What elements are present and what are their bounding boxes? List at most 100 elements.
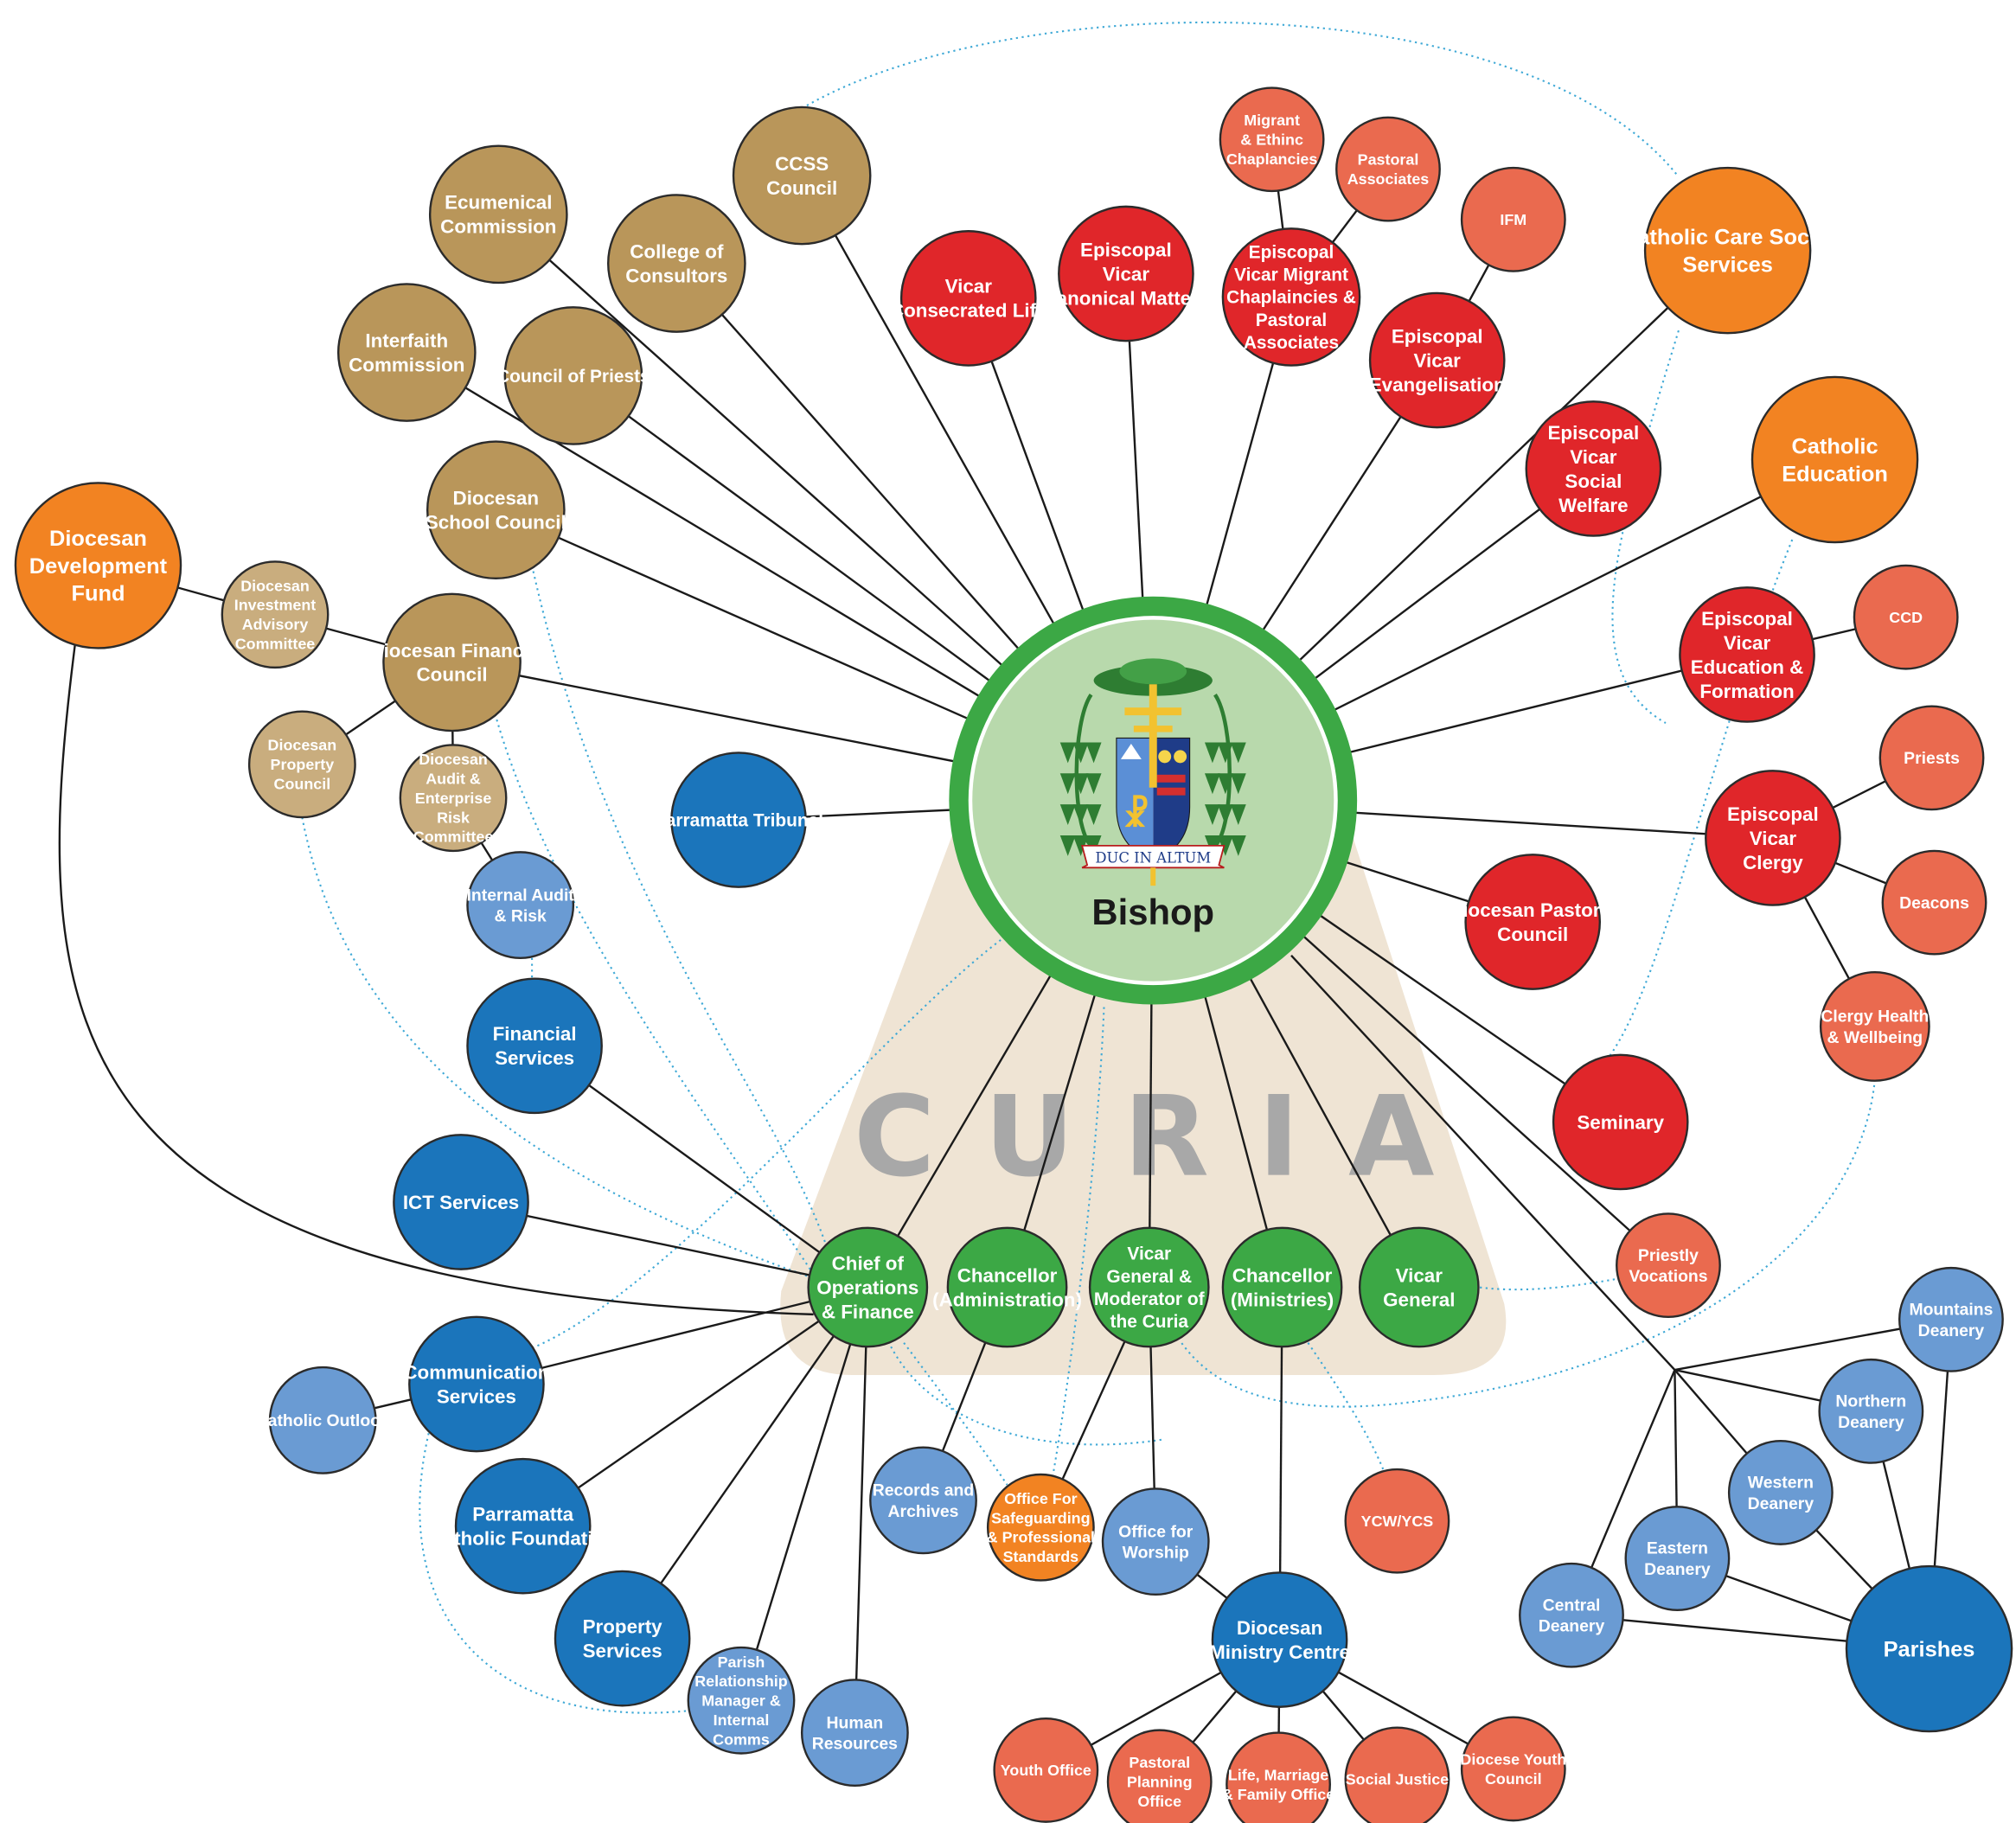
node-label-line: Pastoral: [1129, 1754, 1190, 1771]
node-label-line: Canonical Matters: [1043, 287, 1210, 309]
node-label-line: Episcopal: [1249, 242, 1334, 262]
node-label-line: Vicar: [945, 276, 993, 297]
node-circle: [221, 560, 330, 669]
node-tribunal[interactable]: Parramatta Tribunal: [654, 752, 823, 888]
node-clergy-health[interactable]: Clergy Health& Wellbeing: [1819, 971, 1930, 1082]
node-circle: [1358, 1226, 1480, 1348]
dotted-link: [1606, 539, 1794, 1059]
node-circle: [1819, 971, 1930, 1082]
node-deacons[interactable]: Deacons: [1881, 849, 1987, 956]
node-ycw[interactable]: YCW/YCS: [1344, 1468, 1450, 1574]
node-seminary[interactable]: Seminary: [1552, 1053, 1689, 1191]
node-label-line: Vicar Migrant: [1234, 265, 1348, 285]
node-circle: [1101, 1487, 1210, 1596]
node-label-line: Council: [417, 664, 488, 686]
node-ict[interactable]: ICT Services: [393, 1134, 529, 1270]
node-circle: [426, 440, 566, 580]
node-circle: [466, 977, 603, 1115]
node-chancellor-admin[interactable]: Chancellor(Administration): [932, 1226, 1082, 1348]
node-label-line: Parramatta: [472, 1504, 573, 1526]
node-circle: [1898, 1266, 2004, 1372]
node-parishes[interactable]: Parishes: [1845, 1564, 2013, 1733]
node-label: Parishes: [1884, 1637, 1975, 1661]
node-priests[interactable]: Priests: [1878, 705, 1985, 811]
node-label-line: Safeguarding: [991, 1509, 1090, 1526]
node-ccd[interactable]: CCD: [1853, 564, 1959, 670]
node-circle: [466, 851, 575, 960]
node-label: Clergy Health& Wellbeing: [1821, 1007, 1929, 1047]
node-priests-council[interactable]: Council of Priests: [496, 306, 650, 445]
node-label-line: Fund: [71, 582, 125, 606]
node-label-line: Episcopal: [1548, 422, 1640, 444]
node-chancellor-min[interactable]: Chancellor(Ministries): [1221, 1226, 1343, 1348]
node-label-line: Interfaith: [365, 329, 448, 351]
node-circle: [1221, 1226, 1343, 1348]
dotted-links: [301, 21, 1876, 1714]
node-label-line: Council: [1485, 1770, 1542, 1788]
node-label-line: Vicar: [1750, 828, 1797, 849]
node-label: Youth Office: [1001, 1762, 1091, 1779]
node-circle: [1464, 854, 1602, 990]
node-social-justice[interactable]: Social Justice: [1344, 1726, 1450, 1823]
node-life-marriage[interactable]: Life, Marriage& Family Office: [1222, 1731, 1334, 1823]
node-circle: [1344, 1726, 1450, 1823]
node-label-line: Committee: [235, 636, 316, 653]
node-youth-office[interactable]: Youth Office: [993, 1717, 1099, 1823]
dotted-link: [1611, 329, 1680, 724]
node-ifm[interactable]: IFM: [1460, 166, 1566, 272]
node-catholic-outlook[interactable]: Catholic Outlook: [256, 1366, 390, 1474]
node-internal-audit[interactable]: Internal Audit& Risk: [466, 851, 575, 960]
